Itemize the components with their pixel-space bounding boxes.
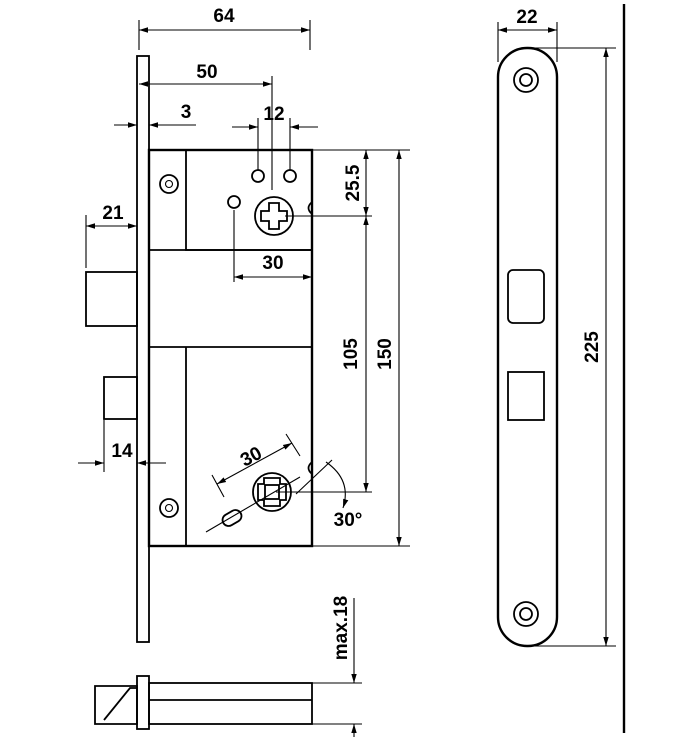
dim-64-ext — [138, 20, 311, 50]
dim-3-label: 3 — [181, 102, 192, 123]
screw-bottom — [159, 498, 179, 518]
bottom-faceplate — [136, 675, 150, 730]
lock-front-view — [85, 55, 314, 643]
dim-225-ext — [535, 47, 616, 647]
follower-square — [257, 477, 287, 507]
dim-30a-ext — [211, 433, 301, 498]
dim-30a-label: 30 — [237, 443, 266, 471]
strike-screw-top-inner — [519, 73, 533, 87]
dim-30h-label: 30 — [262, 253, 283, 274]
dim-12-ext — [257, 118, 291, 170]
dim-30a-line — [216, 442, 293, 485]
lock-bottom-view: max.18 — [94, 596, 362, 737]
dim-25-label: 25.5 — [343, 164, 364, 201]
lock-case — [147, 148, 314, 548]
dim-105-label: 105 — [341, 338, 362, 370]
notch-lower — [307, 461, 313, 475]
dim-21-label: 21 — [102, 203, 124, 224]
dim-64-label: 64 — [213, 6, 235, 27]
strike-screw-bottom-outer — [513, 601, 539, 627]
strike-screw-top-outer — [513, 67, 539, 93]
angled-slot — [221, 509, 243, 527]
dim-18-ext — [312, 682, 362, 725]
cylinder-hole-right — [283, 169, 297, 183]
dim-22-label: 22 — [516, 7, 537, 28]
dim-50-label: 50 — [196, 62, 217, 83]
front-dimensions: 64 50 3 12 21 30 14 30 — [78, 6, 410, 547]
dim-14-label: 14 — [111, 441, 133, 462]
angle-arc — [325, 461, 349, 509]
angle-label: 30° — [334, 510, 363, 531]
angle-ray — [295, 459, 333, 495]
strike-plate-view: 22 225 — [496, 4, 626, 733]
strike-plate — [496, 46, 559, 648]
upper-plate-line — [185, 150, 312, 251]
bottom-latch-bevel — [103, 687, 137, 721]
dead-bolt — [103, 376, 138, 420]
strike-latch-opening — [507, 269, 545, 324]
strike-bolt-opening — [507, 371, 545, 421]
cylinder-hole-small — [227, 195, 241, 209]
dim-150-label: 150 — [375, 338, 396, 370]
slot-centerline — [205, 476, 301, 533]
cylinder-hole-left — [251, 169, 265, 183]
dim-225-label: 225 — [582, 331, 603, 363]
strike-screw-bottom-inner — [519, 607, 533, 621]
cylinder-cross — [260, 202, 288, 230]
screw-bottom-center — [164, 503, 174, 513]
notch-upper — [307, 201, 313, 215]
bottom-latch — [94, 685, 138, 725]
bottom-case — [148, 682, 313, 725]
dim-12-label: 12 — [263, 104, 284, 125]
dim-18-label: max.18 — [331, 596, 352, 660]
screw-top-center — [164, 179, 174, 189]
latch-bolt — [85, 271, 138, 327]
faceplate — [136, 55, 150, 643]
screw-top — [159, 174, 179, 194]
